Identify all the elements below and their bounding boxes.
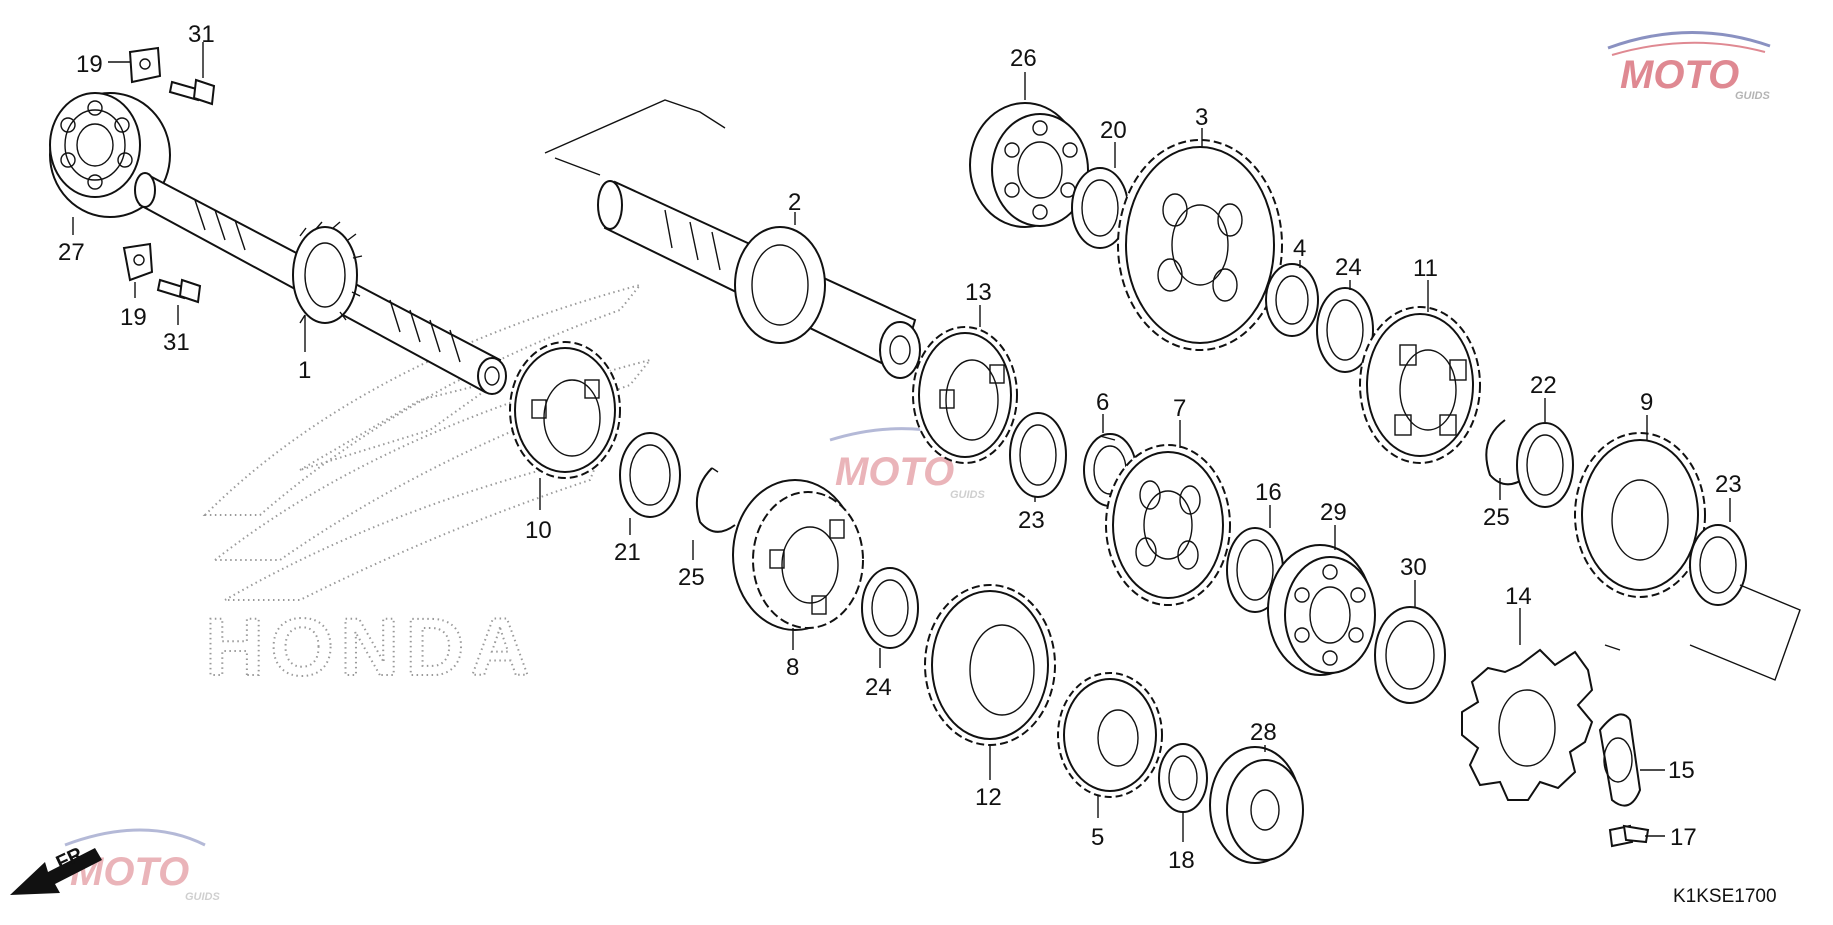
callout-24-lower: 24 (865, 674, 892, 701)
callout-25-right: 25 (1483, 504, 1510, 531)
callout-18: 18 (1168, 847, 1195, 874)
callout-29: 29 (1320, 499, 1347, 526)
svg-text:GUIDS: GUIDS (1735, 90, 1771, 102)
part-30-oil-seal (1374, 606, 1446, 704)
part-25-circlip-right (1485, 419, 1526, 486)
svg-text:GUIDS: GUIDS (950, 489, 986, 501)
part-23-washer-right (1689, 524, 1747, 606)
part-23-washer-middle (1009, 412, 1067, 498)
part-27-bearing (49, 92, 171, 218)
callout-4: 4 (1293, 235, 1306, 262)
callout-17: 17 (1670, 824, 1697, 851)
part-1-mainshaft (134, 172, 507, 395)
part-15-lock-plate (1598, 713, 1642, 807)
part-5-gear (1057, 672, 1163, 798)
callout-3: 3 (1195, 104, 1208, 131)
callout-16: 16 (1255, 479, 1282, 506)
callout-22: 22 (1530, 372, 1557, 399)
part-11-gear (1359, 306, 1481, 464)
shaft-2-guide-line (544, 99, 726, 176)
part-7-gear (1105, 444, 1231, 606)
callout-9: 9 (1640, 389, 1653, 416)
callout-7: 7 (1173, 395, 1186, 422)
callout-labels: 1 2 3 4 5 6 7 8 9 10 11 12 13 14 15 16 1… (58, 21, 1742, 874)
part-8-gear (732, 479, 864, 631)
callout-21: 21 (614, 539, 641, 566)
part-25-circlip-left (696, 467, 736, 533)
callout-12: 12 (975, 784, 1002, 811)
callout-20: 20 (1100, 117, 1127, 144)
callout-23-middle: 23 (1018, 507, 1045, 534)
part-3-gear (1117, 139, 1283, 351)
svg-text:MOTO: MOTO (835, 450, 954, 494)
part-4-bushing (1265, 263, 1319, 337)
part-2-countershaft (597, 180, 921, 379)
callout-13: 13 (965, 279, 992, 306)
callout-30: 30 (1400, 554, 1427, 581)
callout-1: 1 (298, 357, 311, 384)
part-17-bolt (1608, 824, 1650, 848)
callout-19-lower: 19 (120, 304, 147, 331)
part-28-bearing (1209, 746, 1304, 864)
honda-wordmark: HONDA (205, 602, 536, 693)
callout-28: 28 (1250, 719, 1277, 746)
part-31-bolt-upper (168, 78, 216, 106)
part-16-washer (1226, 527, 1284, 613)
callout-15: 15 (1668, 757, 1695, 784)
callout-19-upper: 19 (76, 51, 103, 78)
part-24-washer-lower (861, 567, 919, 649)
svg-text:MOTO: MOTO (1620, 53, 1739, 97)
part-31-bolt-lower (156, 278, 202, 304)
part-29-bearing (1267, 544, 1376, 676)
part-14-sprocket (1461, 648, 1594, 801)
callout-27: 27 (58, 239, 85, 266)
callout-5: 5 (1091, 824, 1104, 851)
part-24-washer-upper (1316, 287, 1374, 373)
part-19-plate-lower (122, 242, 154, 282)
callout-10: 10 (525, 517, 552, 544)
callout-25-left: 25 (678, 564, 705, 591)
callout-2: 2 (788, 189, 801, 216)
watermark-logo-center: MOTO GUIDS (829, 427, 986, 501)
svg-text:GUIDS: GUIDS (185, 891, 221, 903)
part-26-bearing (969, 102, 1089, 228)
watermark-logo-top-right: MOTO GUIDS (1607, 31, 1771, 102)
part-12-gear (924, 584, 1056, 746)
shaft-guide-line-right (1604, 584, 1801, 681)
callout-31-upper: 31 (188, 21, 215, 48)
part-19-plate-upper (128, 46, 162, 84)
diagram-code: K1KSE1700 (1673, 886, 1777, 907)
callout-31-lower: 31 (163, 329, 190, 356)
callout-6: 6 (1096, 389, 1109, 416)
callout-24-upper: 24 (1335, 254, 1362, 281)
part-21-washer (619, 432, 681, 518)
part-18-washer (1158, 743, 1208, 813)
callout-14: 14 (1505, 583, 1532, 610)
part-22-washer (1516, 422, 1574, 508)
callout-26: 26 (1010, 45, 1037, 72)
callout-8: 8 (786, 654, 799, 681)
callout-11: 11 (1413, 255, 1438, 282)
callout-23-right: 23 (1715, 471, 1742, 498)
part-10-gear (509, 341, 621, 479)
callout-leaders (72, 42, 1731, 842)
part-13-gear (912, 326, 1018, 464)
part-9-gear (1574, 432, 1706, 598)
